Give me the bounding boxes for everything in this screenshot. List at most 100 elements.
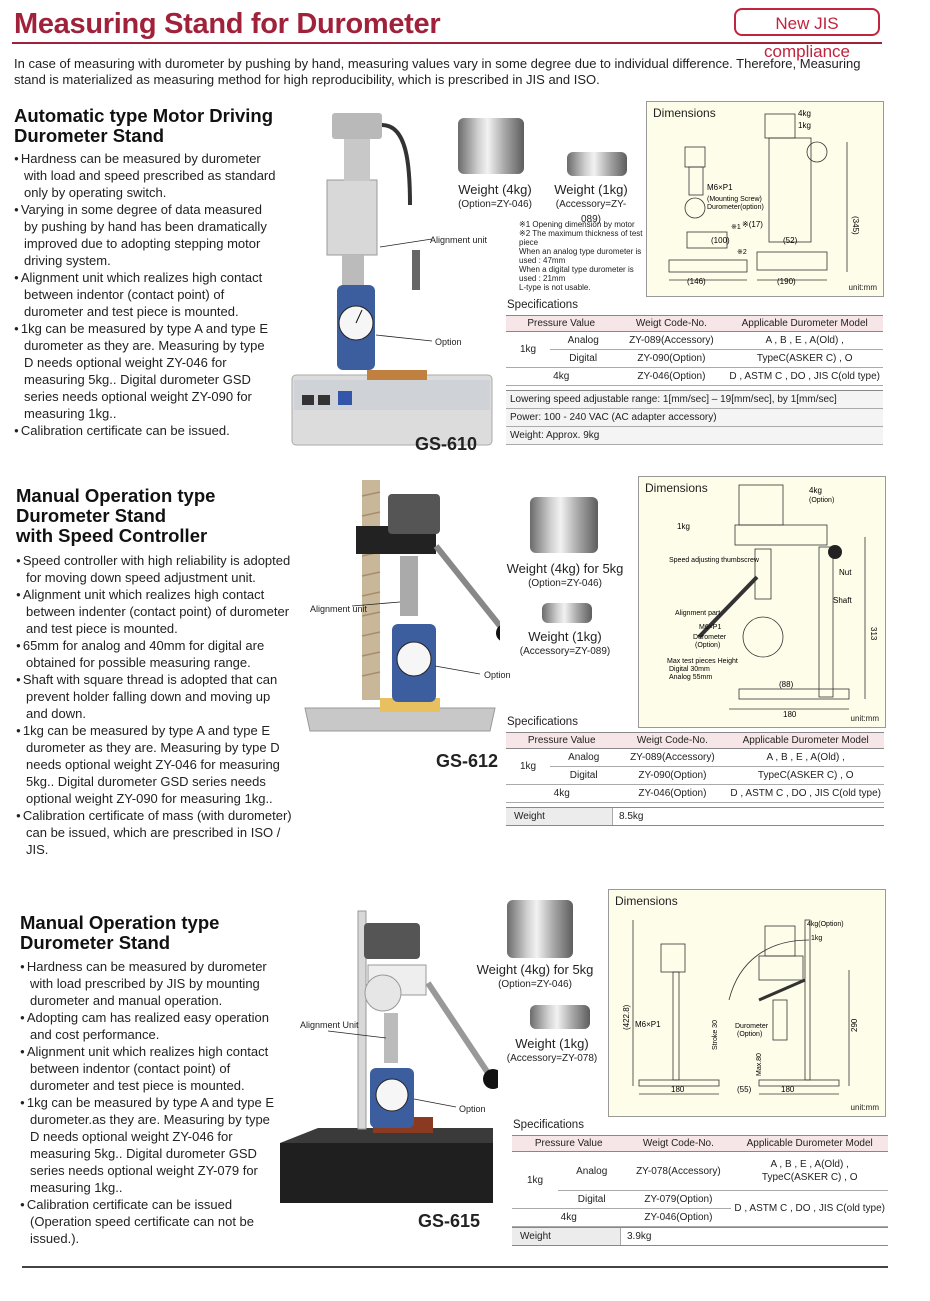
svg-text:180: 180 bbox=[671, 1085, 685, 1094]
table-row: 4kg ZY-046(Option) bbox=[512, 1208, 888, 1227]
table-row: Digital ZY-090(Option) TypeC(ASKER C) , … bbox=[506, 349, 883, 368]
svg-text:180: 180 bbox=[783, 710, 797, 719]
svg-text:Durometer(option): Durometer(option) bbox=[707, 204, 764, 211]
list-item: Calibration certificate can be issued. bbox=[14, 422, 276, 439]
list-item: 1kg can be measured by type A and type E… bbox=[16, 722, 292, 807]
gs610-head bbox=[326, 179, 378, 256]
svg-text:Analog 55mm: Analog 55mm bbox=[669, 674, 712, 681]
gs615-weight bbox=[364, 923, 420, 959]
table-row: 1kg Analog ZY-078(Accessory) A , B , E ,… bbox=[512, 1151, 888, 1209]
gs610-alignment-label: Alignment unit bbox=[430, 235, 488, 245]
gs612-weight bbox=[388, 494, 440, 534]
section3-dim-drawing: 4kg(Option) 1kg (422.8) M6×P1 Stroke 30 … bbox=[622, 919, 859, 1095]
weight-1kg-image bbox=[567, 152, 627, 176]
section1-spec-table: Pressure Value Weigt Code-No. Applicable… bbox=[506, 315, 883, 386]
section2-title: Manual Operation type Durometer Stand wi… bbox=[16, 485, 216, 546]
svg-text:(Mounting Screw): (Mounting Screw) bbox=[707, 196, 762, 203]
section3-dimensions: Dimensions 4kg(Option) 1kg (422.8) M6×P1… bbox=[608, 889, 886, 1117]
svg-text:(345): (345) bbox=[851, 216, 860, 235]
svg-text:Alignment part: Alignment part bbox=[675, 610, 720, 617]
section3-spec-title: Specifications bbox=[513, 1119, 584, 1131]
gs612-option-label: Option bbox=[484, 670, 511, 680]
gs610-weight bbox=[332, 113, 382, 139]
weight-4kg-label: Weight (4kg) (Option=ZY-046) bbox=[458, 182, 532, 210]
list-item: Varying in some degree of data measured … bbox=[14, 201, 276, 269]
section2-bullets: Speed controller with high reliability i… bbox=[16, 552, 292, 858]
svg-text:※1: ※1 bbox=[731, 224, 741, 231]
gs615-photo bbox=[280, 910, 498, 1203]
gs610-option-label: Option bbox=[435, 337, 462, 347]
table-header-row: Pressure Value Weigt Code-No. Applicable… bbox=[506, 732, 884, 749]
list-item: Hardness can be measured by durometer wi… bbox=[14, 150, 276, 201]
weight-4kg-label: Weight (4kg) for 5kg (Option=ZY-046) bbox=[476, 962, 594, 990]
intro-text: In case of measuring with durometer by p… bbox=[14, 56, 861, 87]
gs612-model: GS-612 bbox=[436, 751, 499, 771]
gs610-photo bbox=[291, 113, 493, 446]
table-row: 4kg ZY-046(Option) D , ASTM C , DO , JIS… bbox=[506, 784, 884, 803]
weight-1kg-label: Weight (1kg) (Accessory=ZY-089) bbox=[519, 629, 611, 657]
svg-text:1kg: 1kg bbox=[811, 935, 822, 942]
table-row: 1kg Analog ZY-089(Accessory) A , B , E ,… bbox=[506, 748, 884, 785]
gs615-pillar bbox=[357, 910, 367, 1130]
list-item: Alignment unit which realizes high conta… bbox=[14, 269, 276, 320]
gs612-alignment-label: Alignment unit bbox=[310, 604, 368, 614]
svg-text:Nut: Nut bbox=[839, 568, 852, 577]
section1-bullets: Hardness can be measured by durometer wi… bbox=[14, 150, 276, 439]
weight-4kg-image bbox=[458, 118, 524, 174]
svg-text:(146): (146) bbox=[687, 277, 706, 286]
list-item: Adopting cam has realized easy operation… bbox=[20, 1009, 282, 1043]
page-title: Measuring Stand for Durometer bbox=[14, 8, 441, 40]
weight-1kg-label: Weight (1kg) (Accessory=ZY-089) bbox=[554, 182, 628, 225]
section3-bullets: Hardness can be measured by durometer wi… bbox=[20, 958, 282, 1247]
svg-text:(Option): (Option) bbox=[695, 642, 720, 649]
bottom-rule bbox=[22, 1266, 888, 1268]
weight-1kg-label: Weight (1kg) (Accessory=ZY-078) bbox=[506, 1036, 598, 1064]
section1-extra: Lowering speed adjustable range: 1[mm/se… bbox=[506, 390, 883, 445]
section1-dimensions: Dimensions 4kg 1kg M6×P1 (Mounting Screw… bbox=[646, 101, 884, 297]
svg-text:(88): (88) bbox=[779, 680, 794, 689]
weight-4kg-image bbox=[530, 497, 598, 553]
section2-dimensions: Dimensions 4kg (Option) 1kg Speed adjust… bbox=[638, 476, 886, 728]
svg-text:Durometer: Durometer bbox=[693, 634, 727, 641]
list-item: Speed controller with high reliability i… bbox=[16, 552, 292, 586]
table-header-row: Pressure Value Weigt Code-No. Applicable… bbox=[512, 1135, 888, 1152]
section3-text: Manual Operation type Durometer Stand Ha… bbox=[20, 913, 300, 1247]
table-header-row: Pressure Value Weigt Code-No. Applicable… bbox=[506, 315, 883, 332]
list-item: Shaft with square thread is adopted that… bbox=[16, 671, 292, 722]
gs615-option-label: Option bbox=[459, 1104, 486, 1114]
svg-text:1kg: 1kg bbox=[798, 121, 811, 130]
svg-text:4kg: 4kg bbox=[809, 486, 822, 495]
list-item: 65mm for analog and 40mm for digital are… bbox=[16, 637, 292, 671]
section1-title: Automatic type Motor Driving Durometer S… bbox=[14, 105, 274, 146]
svg-text:290: 290 bbox=[850, 1018, 859, 1032]
section1-notes: ※1 Opening dimension by motor ※2 The max… bbox=[519, 220, 643, 292]
svg-text:(Option): (Option) bbox=[737, 1031, 762, 1038]
svg-text:※(17): ※(17) bbox=[742, 220, 763, 229]
svg-text:※2: ※2 bbox=[737, 249, 747, 256]
section2-spec-title: Specifications bbox=[507, 716, 578, 728]
gs612-photo bbox=[304, 480, 500, 732]
svg-text:Speed adjusting thumbscrew: Speed adjusting thumbscrew bbox=[669, 557, 760, 564]
svg-text:M6×P1: M6×P1 bbox=[699, 624, 721, 631]
svg-text:Digital 30mm: Digital 30mm bbox=[669, 666, 710, 673]
list-item: Alignment unit which realizes high conta… bbox=[16, 586, 292, 637]
svg-text:(52): (52) bbox=[783, 236, 798, 245]
gs615-alignment-label: Alignment Unit bbox=[300, 1020, 359, 1030]
section2-weight-row: Weight 8.5kg bbox=[506, 807, 884, 826]
svg-text:(422.8): (422.8) bbox=[622, 1004, 631, 1030]
svg-text:4kg: 4kg bbox=[798, 109, 811, 118]
weight-4kg-label: Weight (4kg) for 5kg (Option=ZY-046) bbox=[506, 561, 624, 589]
gs615-base bbox=[280, 1143, 493, 1203]
list-item: Calibration certificate can be issued (O… bbox=[20, 1196, 282, 1247]
list-item: 1kg can be measured by type A and type E… bbox=[20, 1094, 282, 1196]
svg-text:180: 180 bbox=[781, 1085, 795, 1094]
svg-text:Stroke 30: Stroke 30 bbox=[712, 1020, 719, 1050]
section3-weight-row: Weight 3.9kg bbox=[512, 1227, 888, 1246]
list-item: Calibration certificate of mass (with du… bbox=[16, 807, 292, 858]
svg-text:4kg(Option): 4kg(Option) bbox=[807, 921, 844, 928]
table-row: Digital ZY-090(Option) TypeC(ASKER C) , … bbox=[506, 766, 884, 785]
list-item: 1kg can be measured by type A and type E… bbox=[14, 320, 276, 422]
svg-text:M6×P1: M6×P1 bbox=[635, 1020, 661, 1029]
svg-text:1kg: 1kg bbox=[677, 522, 690, 531]
gs615-model: GS-615 bbox=[418, 1211, 481, 1231]
